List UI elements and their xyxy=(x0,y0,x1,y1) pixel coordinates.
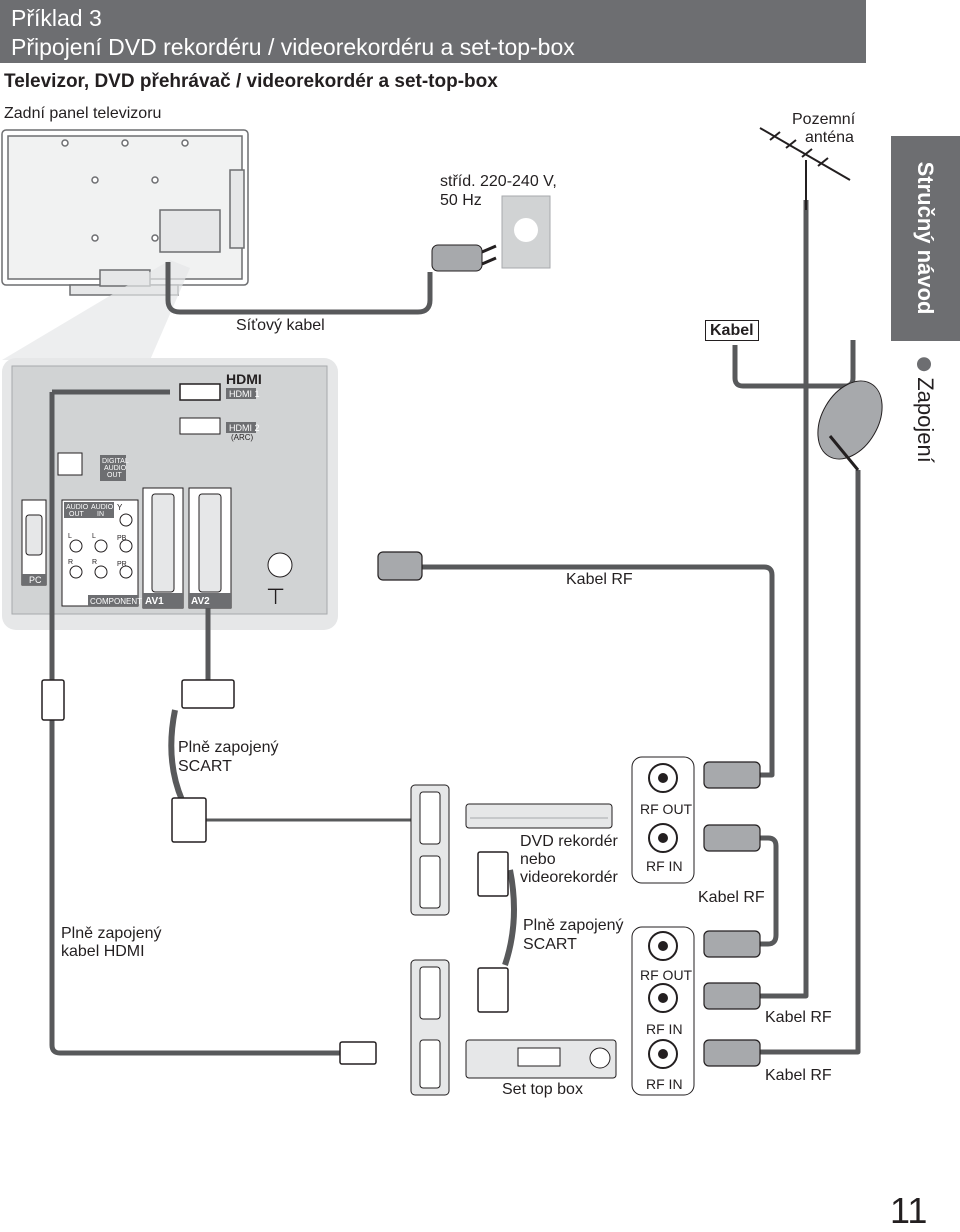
r-label-out: R xyxy=(68,559,73,566)
power-cable-label: Síťový kabel xyxy=(236,317,325,334)
hdmi-logo: HDMI xyxy=(226,371,262,387)
audio-in-label-2: IN xyxy=(97,511,104,518)
rf-in-label-3: RF IN xyxy=(646,1076,683,1092)
page-number: 11 xyxy=(890,1190,928,1231)
audio-out-label: AUDIO xyxy=(66,504,89,511)
example-number: Příklad 3 xyxy=(11,5,102,31)
hdmi-label-2: kabel HDMI xyxy=(61,943,145,960)
scart-label-1-line2: SCART xyxy=(178,758,232,775)
rf-cable-label-2: Kabel RF xyxy=(765,1009,832,1026)
set-top-box-device xyxy=(410,926,695,1096)
dvd-label-1: DVD rekordér xyxy=(520,833,618,850)
digital-audio-label: DIGITAL xyxy=(102,458,129,465)
y-label: Y xyxy=(117,503,123,512)
set-top-box-label: Set top box xyxy=(502,1081,583,1098)
page-header: Příklad 3 Připojení DVD rekordéru / vide… xyxy=(0,0,866,63)
hdmi2-port-label: HDMI 2 xyxy=(229,423,260,433)
antenna-label-1: Pozemní xyxy=(792,111,856,128)
component-label: COMPONENT xyxy=(90,597,142,606)
rf-cable-label-3: Kabel RF xyxy=(765,1067,832,1084)
antenna-input-icon: ⊤ xyxy=(266,584,285,609)
pc-label: PC xyxy=(29,575,42,585)
av2-label: AV2 xyxy=(191,596,210,607)
scart-label-1-line1: Plně zapojený xyxy=(178,739,279,756)
tv-rear-illustration xyxy=(1,129,249,296)
satellite-dish-icon xyxy=(817,380,883,471)
antenna-label-2: anténa xyxy=(805,129,854,146)
pr-label: PR xyxy=(117,561,127,568)
rf-in-label-2: RF IN xyxy=(646,1021,683,1037)
digital-audio-label-3: OUT xyxy=(107,472,123,479)
section-subtitle: Televizor, DVD přehrávač / videorekordér… xyxy=(4,71,498,92)
mains-frequency-label: 50 Hz xyxy=(440,192,482,209)
scart-plugs xyxy=(171,679,509,1013)
dvd-recorder-device xyxy=(410,756,695,916)
rf-cable-label-main: Kabel RF xyxy=(566,571,633,588)
l-label-out: L xyxy=(68,533,72,540)
cables xyxy=(49,200,861,1056)
rf-cable-label-mid: Kabel RF xyxy=(698,889,765,906)
tv-rear-label: Zadní panel televizoru xyxy=(4,105,162,122)
mains-voltage-label: stříd. 220-240 V, xyxy=(440,173,557,190)
audio-in-label: AUDIO xyxy=(91,504,114,511)
l-label-in: L xyxy=(92,533,96,540)
hdmi1-port-label: HDMI 1 xyxy=(229,389,260,399)
zoom-wedge xyxy=(2,260,190,360)
scart-label-2-line1: Plně zapojený xyxy=(523,917,624,934)
hdmi-connectors xyxy=(41,383,377,1065)
rf-out-label-2: RF OUT xyxy=(640,967,693,983)
rf-out-label-1: RF OUT xyxy=(640,801,693,817)
av1-label: AV1 xyxy=(145,596,164,607)
side-tab xyxy=(891,136,960,341)
tv-connector-panel: HDMI HDMI 1 HDMI 2 (ARC) DIGITAL AUDIO O… xyxy=(2,358,338,630)
dvd-label-3: videorekordér xyxy=(520,869,618,886)
hdmi-label-1: Plně zapojený xyxy=(61,925,162,942)
arc-label: (ARC) xyxy=(231,433,254,442)
page-title: Připojení DVD rekordéru / videorekordéru… xyxy=(11,34,575,60)
rf-plugs xyxy=(377,551,761,1067)
audio-out-label-2: OUT xyxy=(69,511,85,518)
dvd-label-2: nebo xyxy=(520,851,556,868)
mains-plug xyxy=(431,244,497,272)
scart-label-2-line2: SCART xyxy=(523,936,577,953)
cable-label: Kabel xyxy=(705,320,759,341)
digital-audio-label-2: AUDIO xyxy=(104,465,127,472)
terrestrial-antenna-icon xyxy=(759,127,851,210)
rf-in-label-1: RF IN xyxy=(646,858,683,874)
r-label-in: R xyxy=(92,559,97,566)
pb-label: PB xyxy=(117,535,127,542)
